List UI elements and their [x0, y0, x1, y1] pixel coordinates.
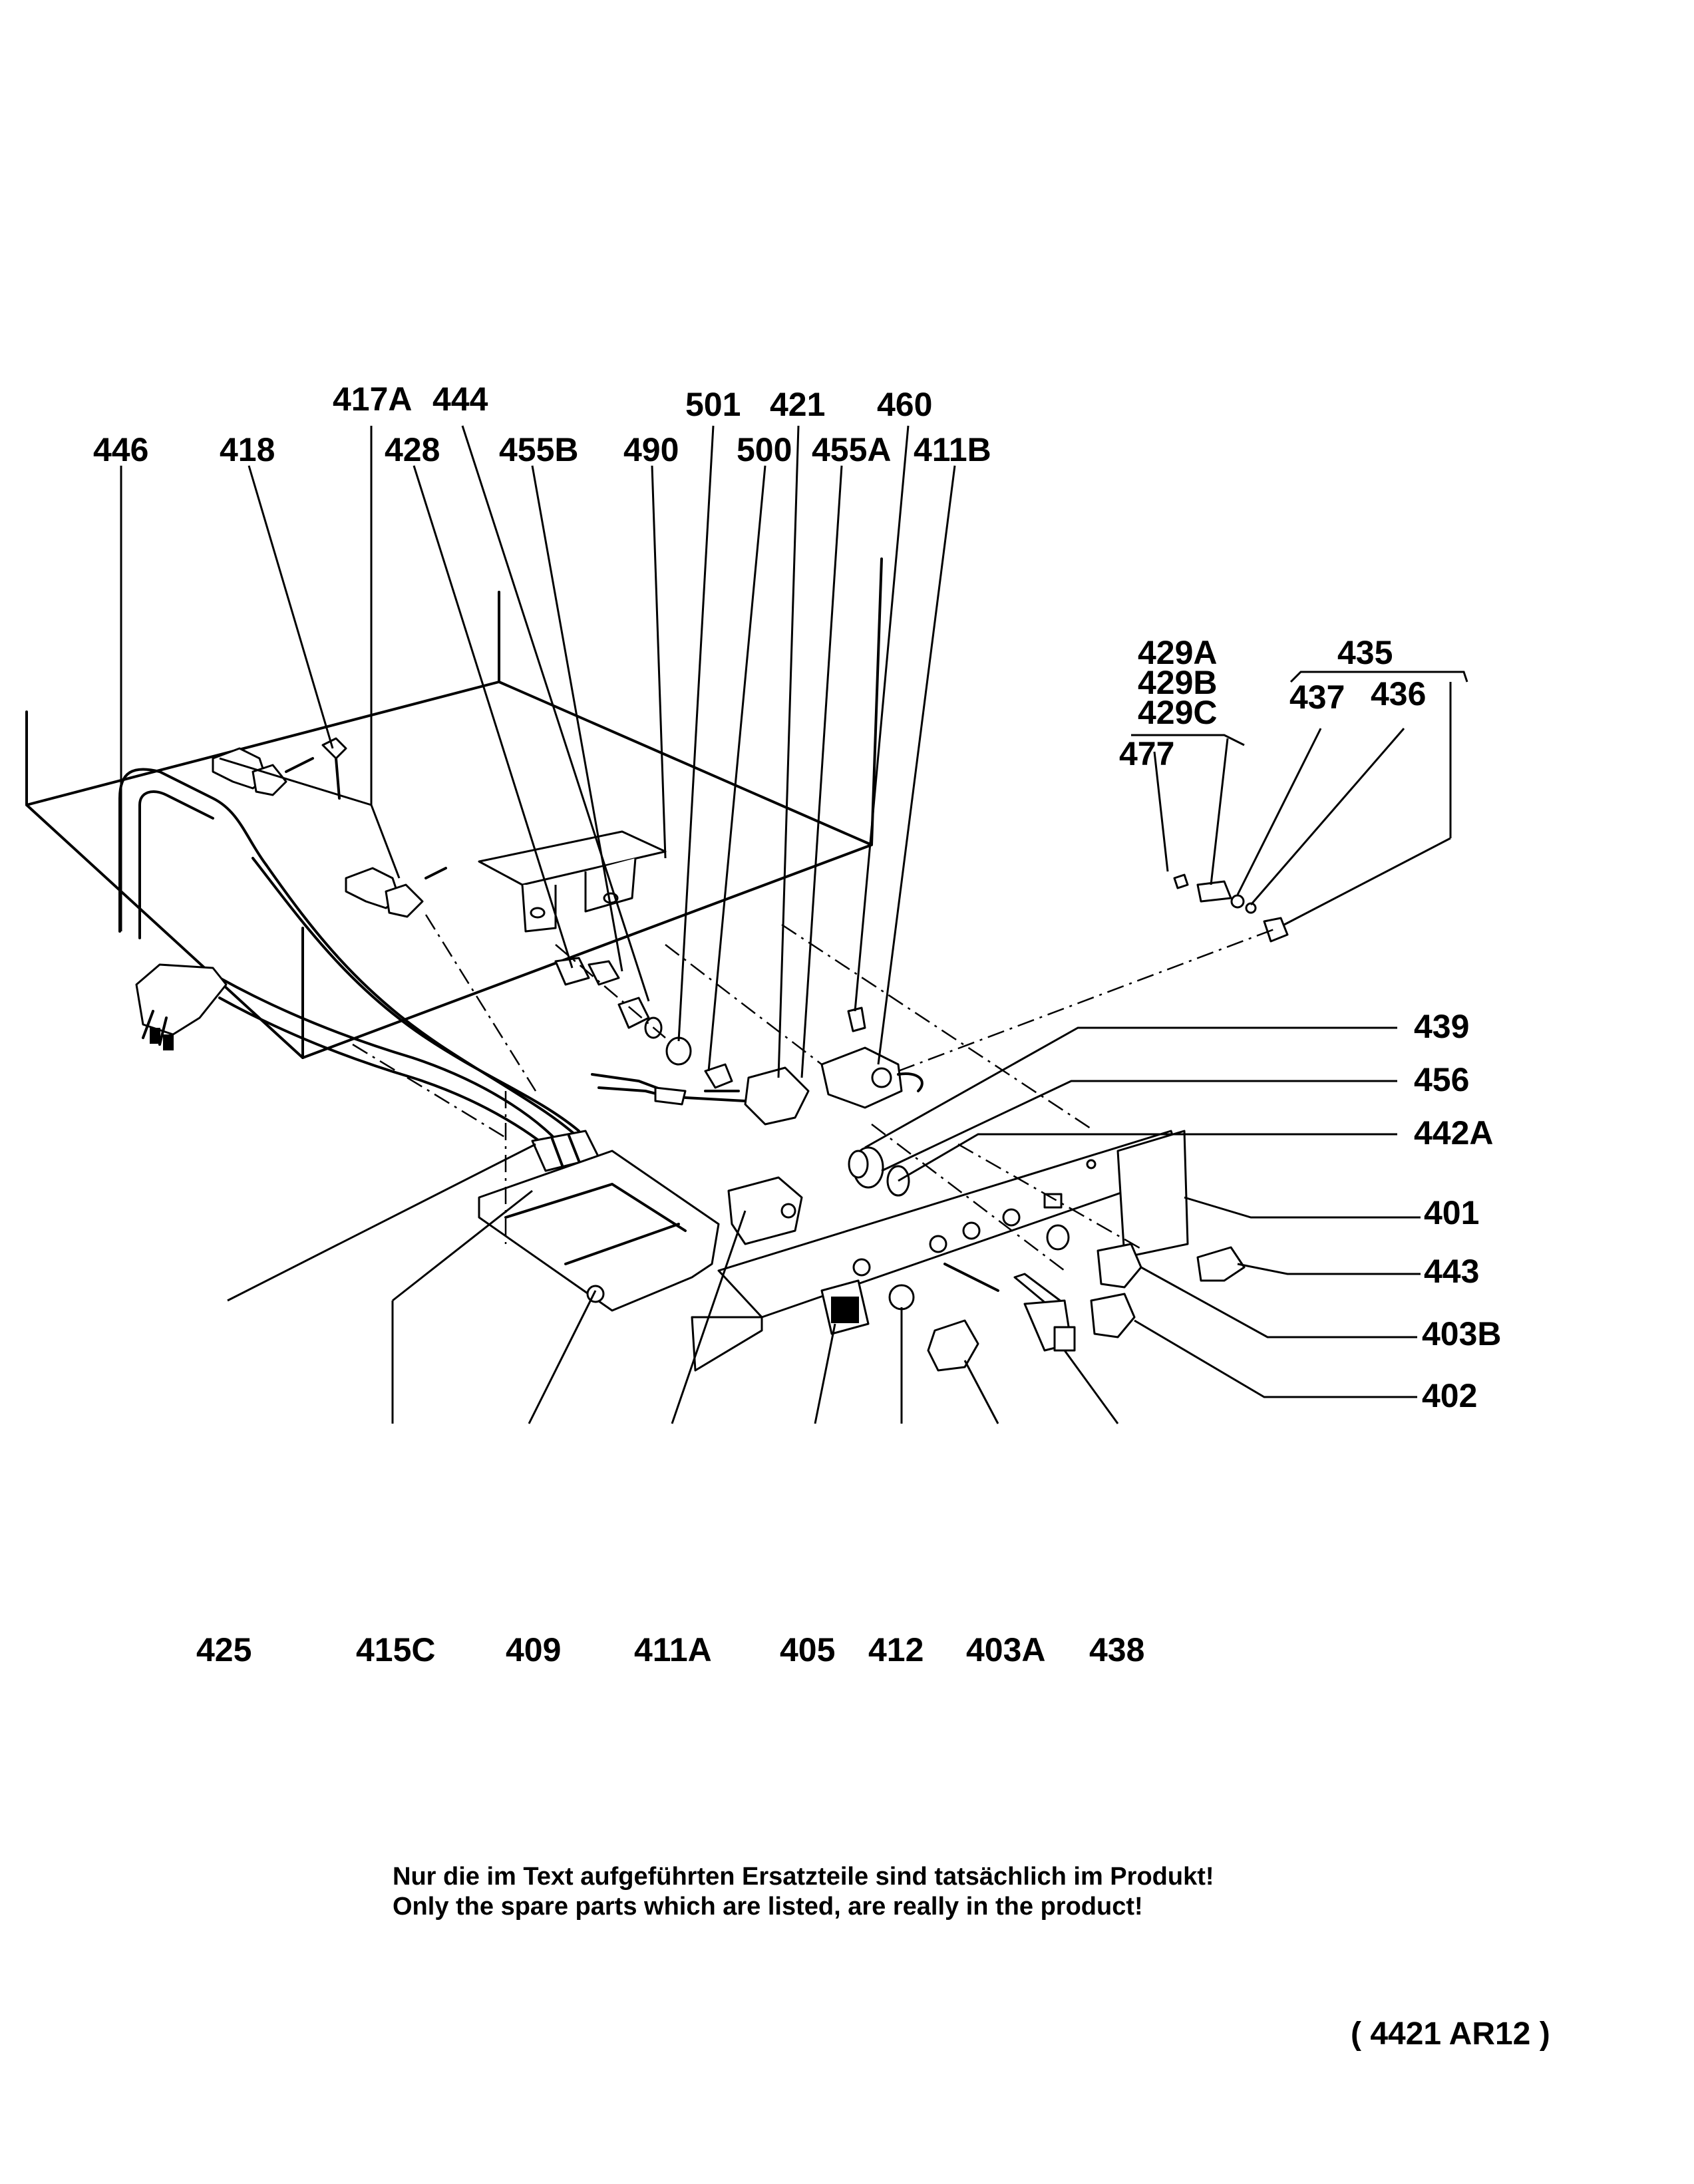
part-labels: 417A 444 501 421 460 446 418 428 455B 49…: [93, 381, 1502, 1668]
cabinet-frame: [25, 557, 883, 1059]
label-425: 425: [196, 1631, 252, 1668]
label-442A: 442A: [1414, 1114, 1494, 1152]
leader-lines: [120, 425, 1468, 1424]
note-german: Nur die im Text aufgeführten Ersatzteile…: [393, 1863, 1214, 1891]
label-455B: 455B: [499, 431, 579, 468]
label-409: 409: [506, 1631, 561, 1668]
cable-clamp-lower: [345, 867, 447, 918]
label-429A: 429A: [1138, 634, 1218, 671]
label-403B: 403B: [1422, 1315, 1502, 1352]
label-436: 436: [1371, 675, 1426, 712]
label-477: 477: [1119, 735, 1174, 772]
valve-components: [554, 957, 924, 1126]
knob-components: [848, 1146, 1246, 1372]
label-405: 405: [780, 1631, 835, 1668]
label-501: 501: [685, 386, 741, 423]
label-417A: 417A: [333, 381, 413, 418]
label-443: 443: [1424, 1253, 1479, 1290]
control-panel: [691, 1130, 1189, 1372]
label-429B: 429B: [1138, 664, 1218, 701]
reference-code: ( 4421 AR12 ): [1351, 2016, 1550, 2052]
label-490: 490: [623, 431, 679, 468]
label-500: 500: [737, 431, 792, 468]
label-411B: 411B: [914, 431, 991, 468]
label-446: 446: [93, 431, 148, 468]
switch-405: [820, 1279, 870, 1335]
label-428: 428: [385, 431, 440, 468]
clip-418: [321, 737, 347, 800]
thermostat-wire: [591, 1073, 747, 1106]
note-english: Only the spare parts which are listed, a…: [393, 1893, 1143, 1921]
ignition-components: [1173, 873, 1289, 943]
bracket-490: [478, 830, 667, 933]
label-444: 444: [432, 381, 488, 418]
label-415C: 415C: [356, 1631, 436, 1668]
hose-assembly: [118, 768, 587, 1159]
label-460: 460: [877, 386, 932, 423]
base-tray: [478, 1150, 720, 1312]
cable-clamp-upper: [212, 747, 314, 796]
label-455A: 455A: [812, 431, 892, 468]
label-429C: 429C: [1138, 694, 1218, 731]
mains-plug: [135, 963, 228, 1050]
label-411A: 411A: [634, 1631, 712, 1668]
label-401: 401: [1424, 1194, 1479, 1231]
label-437: 437: [1289, 679, 1345, 716]
assembly-lines: [352, 914, 1278, 1271]
label-418: 418: [220, 431, 275, 468]
label-438: 438: [1089, 1631, 1144, 1668]
thermostat-411a: [727, 1176, 803, 1245]
label-403A: 403A: [966, 1631, 1046, 1668]
label-421: 421: [770, 386, 825, 423]
label-456: 456: [1414, 1061, 1469, 1098]
label-402: 402: [1422, 1377, 1477, 1414]
label-412: 412: [868, 1631, 924, 1668]
label-439: 439: [1414, 1008, 1469, 1045]
label-435: 435: [1337, 634, 1393, 671]
